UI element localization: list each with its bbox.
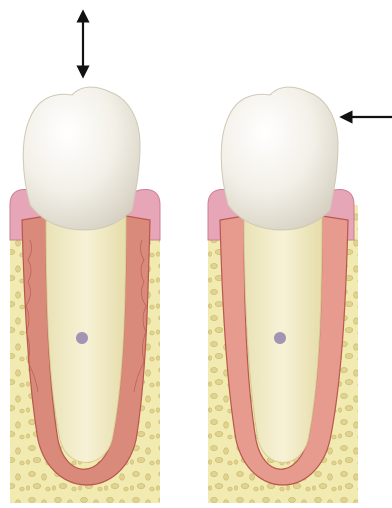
right-tooth-crown [221, 87, 338, 230]
right-center-dot-icon [274, 332, 286, 344]
left-panel [10, 12, 160, 503]
left-center-dot-icon [76, 332, 88, 344]
right-panel [208, 87, 392, 503]
left-tooth-crown [23, 87, 140, 230]
